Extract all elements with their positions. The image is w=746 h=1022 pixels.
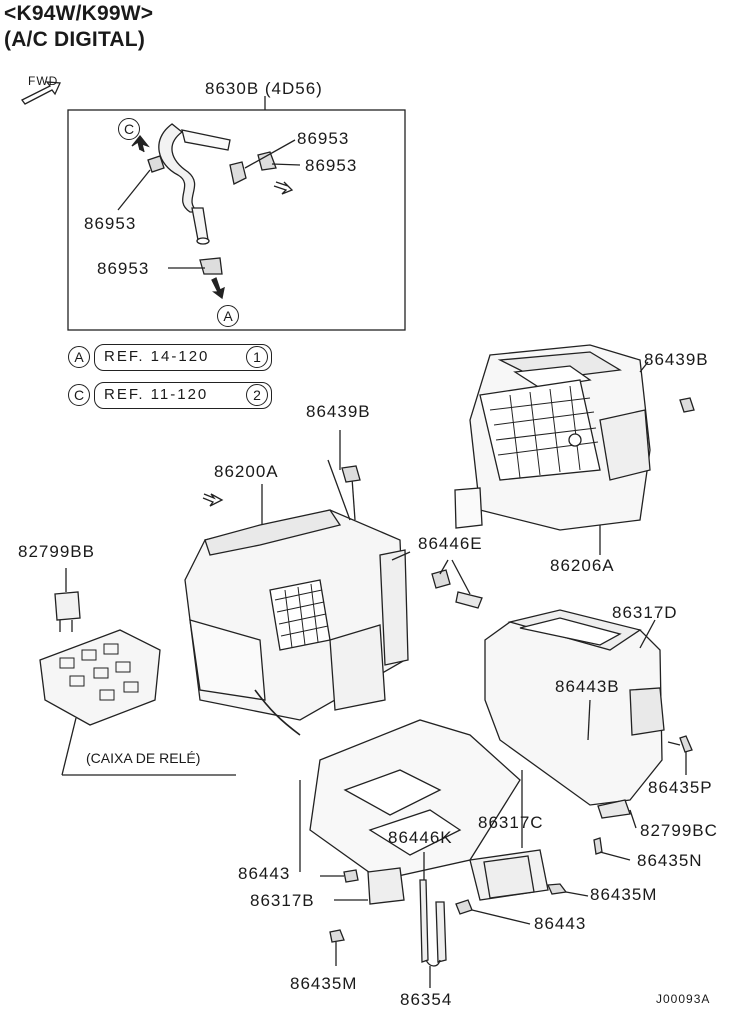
relay-82799BB — [54, 591, 81, 621]
actuator-86317C — [483, 855, 535, 899]
label-86953-d: 86953 — [97, 259, 150, 278]
fwd-arrow-icon — [21, 81, 61, 105]
part-86200A: 86200A — [214, 462, 279, 481]
hose-group-box — [67, 109, 406, 331]
fwd-label: FWD — [28, 74, 59, 88]
model-heading: <K94W/K99W> — [4, 2, 154, 25]
part-82799BB: 82799BB — [18, 542, 95, 561]
part-86439B-left: 86439B — [306, 402, 371, 421]
ref-a-circle-icon: A — [68, 346, 90, 368]
part-86439B-top: 86439B — [644, 350, 709, 369]
ref-c-num-icon: 2 — [246, 384, 268, 406]
ref-c-circle-icon: C — [68, 384, 90, 406]
drain-hose — [158, 123, 231, 245]
part-82799BC: 82799BC — [640, 821, 718, 840]
variant-heading: (A/C DIGITAL) — [4, 28, 146, 51]
ref-a-box — [94, 344, 272, 371]
part-86435M-left: 86435M — [290, 974, 358, 993]
marker-a-icon: A — [217, 305, 239, 327]
part-86354: 86354 — [400, 990, 453, 1009]
label-86953-c: 86953 — [84, 214, 137, 233]
clamp-mid — [229, 161, 247, 185]
sensor-86354 — [419, 879, 429, 963]
marker-c-icon: C — [118, 118, 140, 140]
part-86317B: 86317B — [250, 891, 315, 910]
ref-c-box — [94, 382, 272, 409]
part-86317D: 86317D — [612, 603, 678, 622]
clamp-bottom — [199, 257, 223, 275]
part-86435N: 86435N — [637, 851, 703, 870]
part-86435M-right: 86435M — [590, 885, 658, 904]
ref-a-text: REF. 14-120 — [104, 348, 210, 365]
heater-unit-86200A — [184, 509, 409, 736]
clamp-right — [257, 151, 277, 171]
blower-case-86206A — [454, 344, 651, 531]
ref-a-num-icon: 1 — [246, 346, 268, 368]
part-86443-left: 86443 — [238, 864, 291, 883]
relay-box-label: (CAIXA DE RELÉ) — [86, 750, 201, 766]
part-86317C: 86317C — [478, 813, 544, 832]
part-86435P: 86435P — [648, 778, 713, 797]
blower-unit-86317D — [484, 609, 665, 806]
clamp-left — [147, 155, 165, 173]
ref-c-text: REF. 11-120 — [104, 386, 209, 403]
label-86953-b: 86953 — [305, 156, 358, 175]
drawing-code: J00093A — [656, 992, 711, 1006]
part-86443-right: 86443 — [534, 914, 587, 933]
hose-group-title: 8630B (4D56) — [205, 79, 323, 98]
part-86446E: 86446E — [418, 534, 483, 553]
actuator-86317B — [367, 867, 405, 905]
part-86206A: 86206A — [550, 556, 615, 575]
part-86446K: 86446K — [388, 828, 453, 847]
part-86443B: 86443B — [555, 677, 620, 696]
label-86953-a: 86953 — [297, 129, 350, 148]
